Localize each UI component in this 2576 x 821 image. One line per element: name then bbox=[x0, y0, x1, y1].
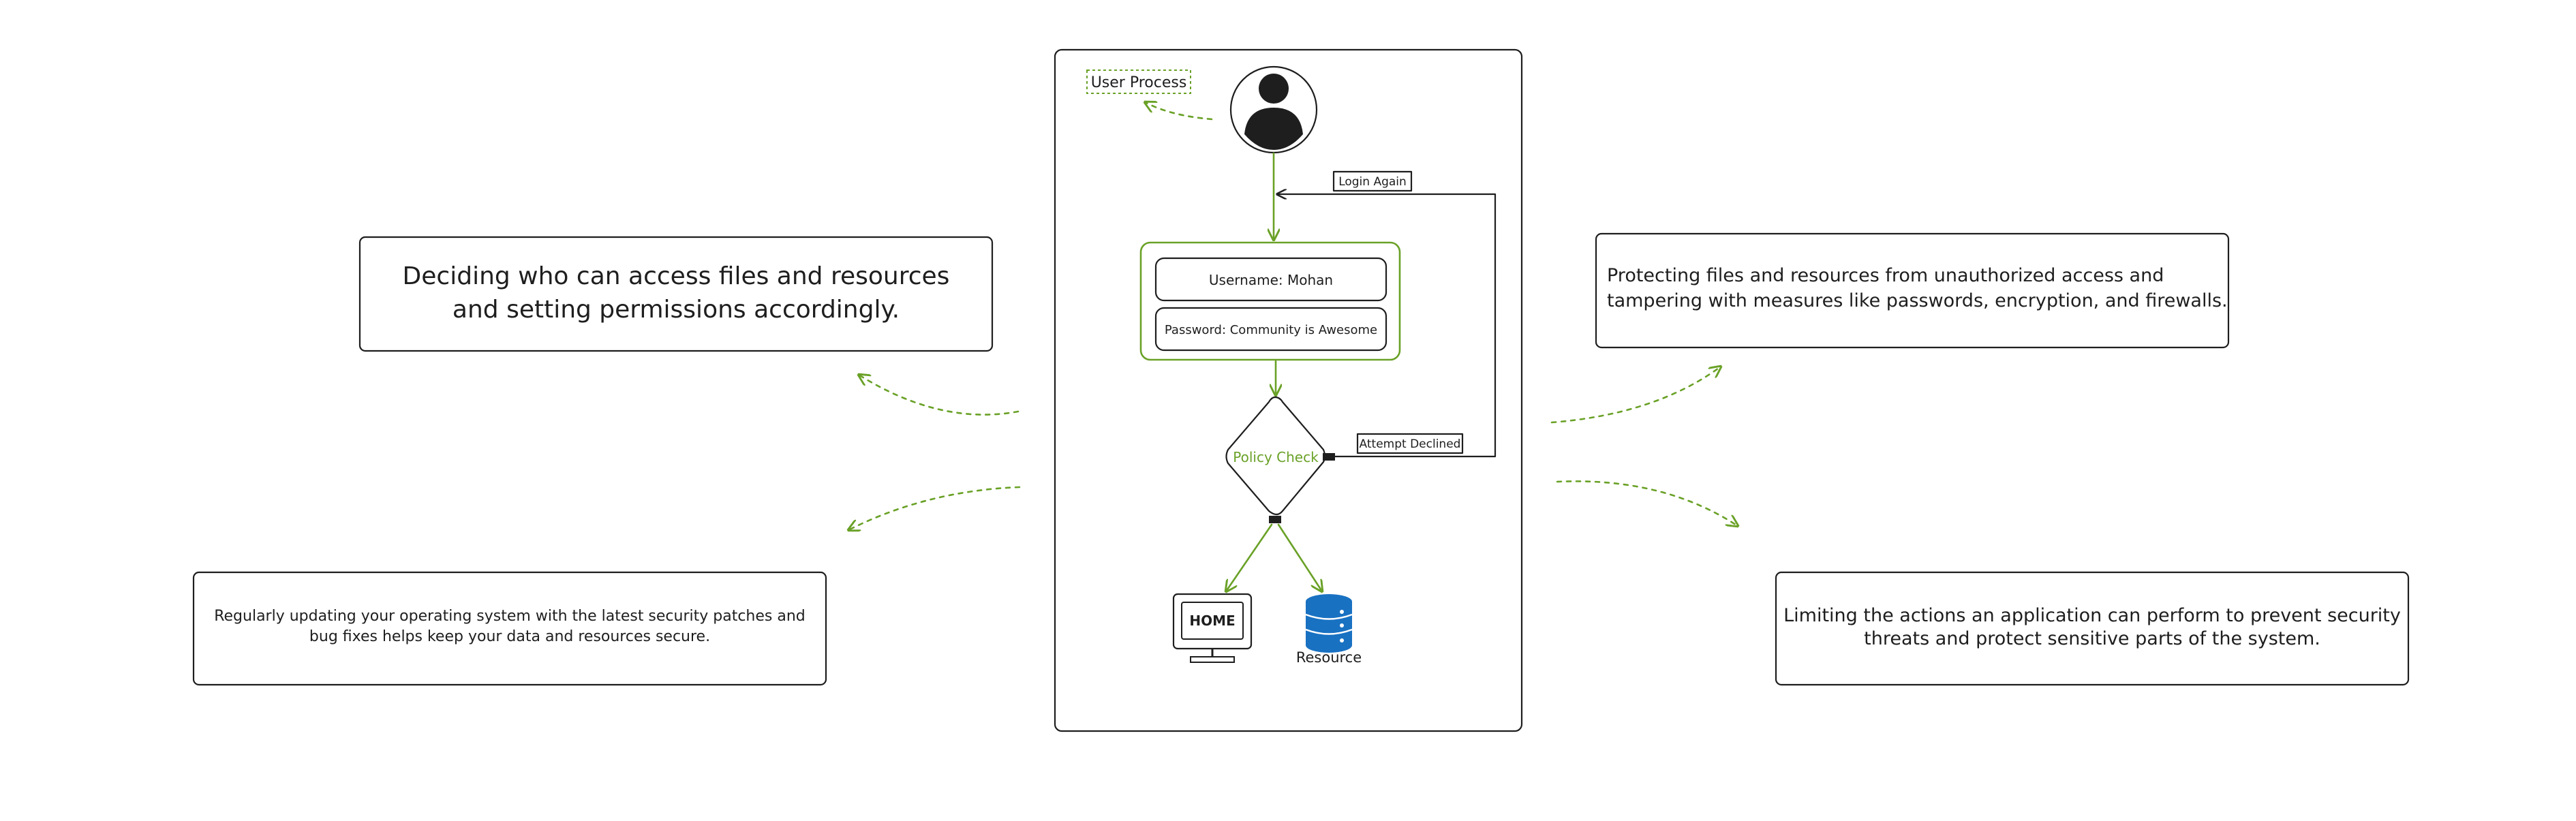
password-field[interactable] bbox=[1154, 307, 1387, 352]
file-protection-pointer bbox=[1550, 367, 1721, 424]
login-again-label: Login Again bbox=[1338, 175, 1407, 189]
home-label: HOME bbox=[1189, 613, 1235, 629]
access-control-line2: and setting permissions accordingly. bbox=[453, 296, 900, 324]
database-icon bbox=[1305, 594, 1353, 653]
os-updates-line2: bug fixes helps keep your data and resou… bbox=[309, 628, 710, 645]
policy-check-label: Policy Check bbox=[1233, 449, 1319, 465]
monitor-icon bbox=[1172, 593, 1253, 663]
user-process-label: User Process bbox=[1091, 74, 1187, 91]
credentials-group bbox=[1139, 241, 1401, 361]
password-field-text: Password: Community is Awesome bbox=[1165, 323, 1377, 337]
app-sandboxing-line2: threats and protect sensitive parts of t… bbox=[1864, 628, 2320, 649]
user-process-pointer bbox=[1145, 102, 1213, 121]
file-protection-line2: tampering with measures like passwords, … bbox=[1607, 290, 2228, 311]
access-control-pointer bbox=[859, 375, 1019, 416]
approved-connector bbox=[1269, 516, 1281, 523]
policy-to-home-arrow bbox=[1226, 523, 1273, 591]
policy-check-diamond bbox=[1225, 396, 1326, 516]
declined-connector bbox=[1323, 453, 1335, 461]
app-sandboxing-pointer bbox=[1556, 480, 1738, 526]
attempt-declined-label: Attempt Declined bbox=[1360, 437, 1461, 451]
access-control-note bbox=[358, 236, 994, 352]
login-again-loop bbox=[1277, 194, 1497, 458]
user-avatar-icon bbox=[1229, 65, 1318, 154]
app-sandboxing-line1: Limiting the actions an application can … bbox=[1783, 605, 2401, 626]
resource-label: Resource bbox=[1296, 649, 1362, 666]
file-protection-note bbox=[1595, 232, 2230, 349]
attempt-declined-tag: Attempt Declined bbox=[1356, 433, 1464, 454]
username-field[interactable] bbox=[1154, 257, 1387, 302]
login-again-tag: Login Again bbox=[1332, 170, 1413, 192]
os-updates-line1: Regularly updating your operating system… bbox=[214, 608, 806, 625]
user-process-tag: User Process bbox=[1086, 69, 1191, 94]
policy-to-resource-arrow bbox=[1277, 523, 1322, 591]
username-field-text: Username: Mohan bbox=[1209, 272, 1333, 288]
app-sandboxing-note bbox=[1775, 571, 2410, 686]
access-control-line1: Deciding who can access files and resour… bbox=[403, 262, 950, 290]
os-updates-pointer bbox=[848, 486, 1021, 530]
file-protection-line1: Protecting files and resources from unau… bbox=[1607, 265, 2164, 286]
flow-panel bbox=[1054, 48, 1523, 732]
os-updates-note bbox=[192, 571, 827, 686]
